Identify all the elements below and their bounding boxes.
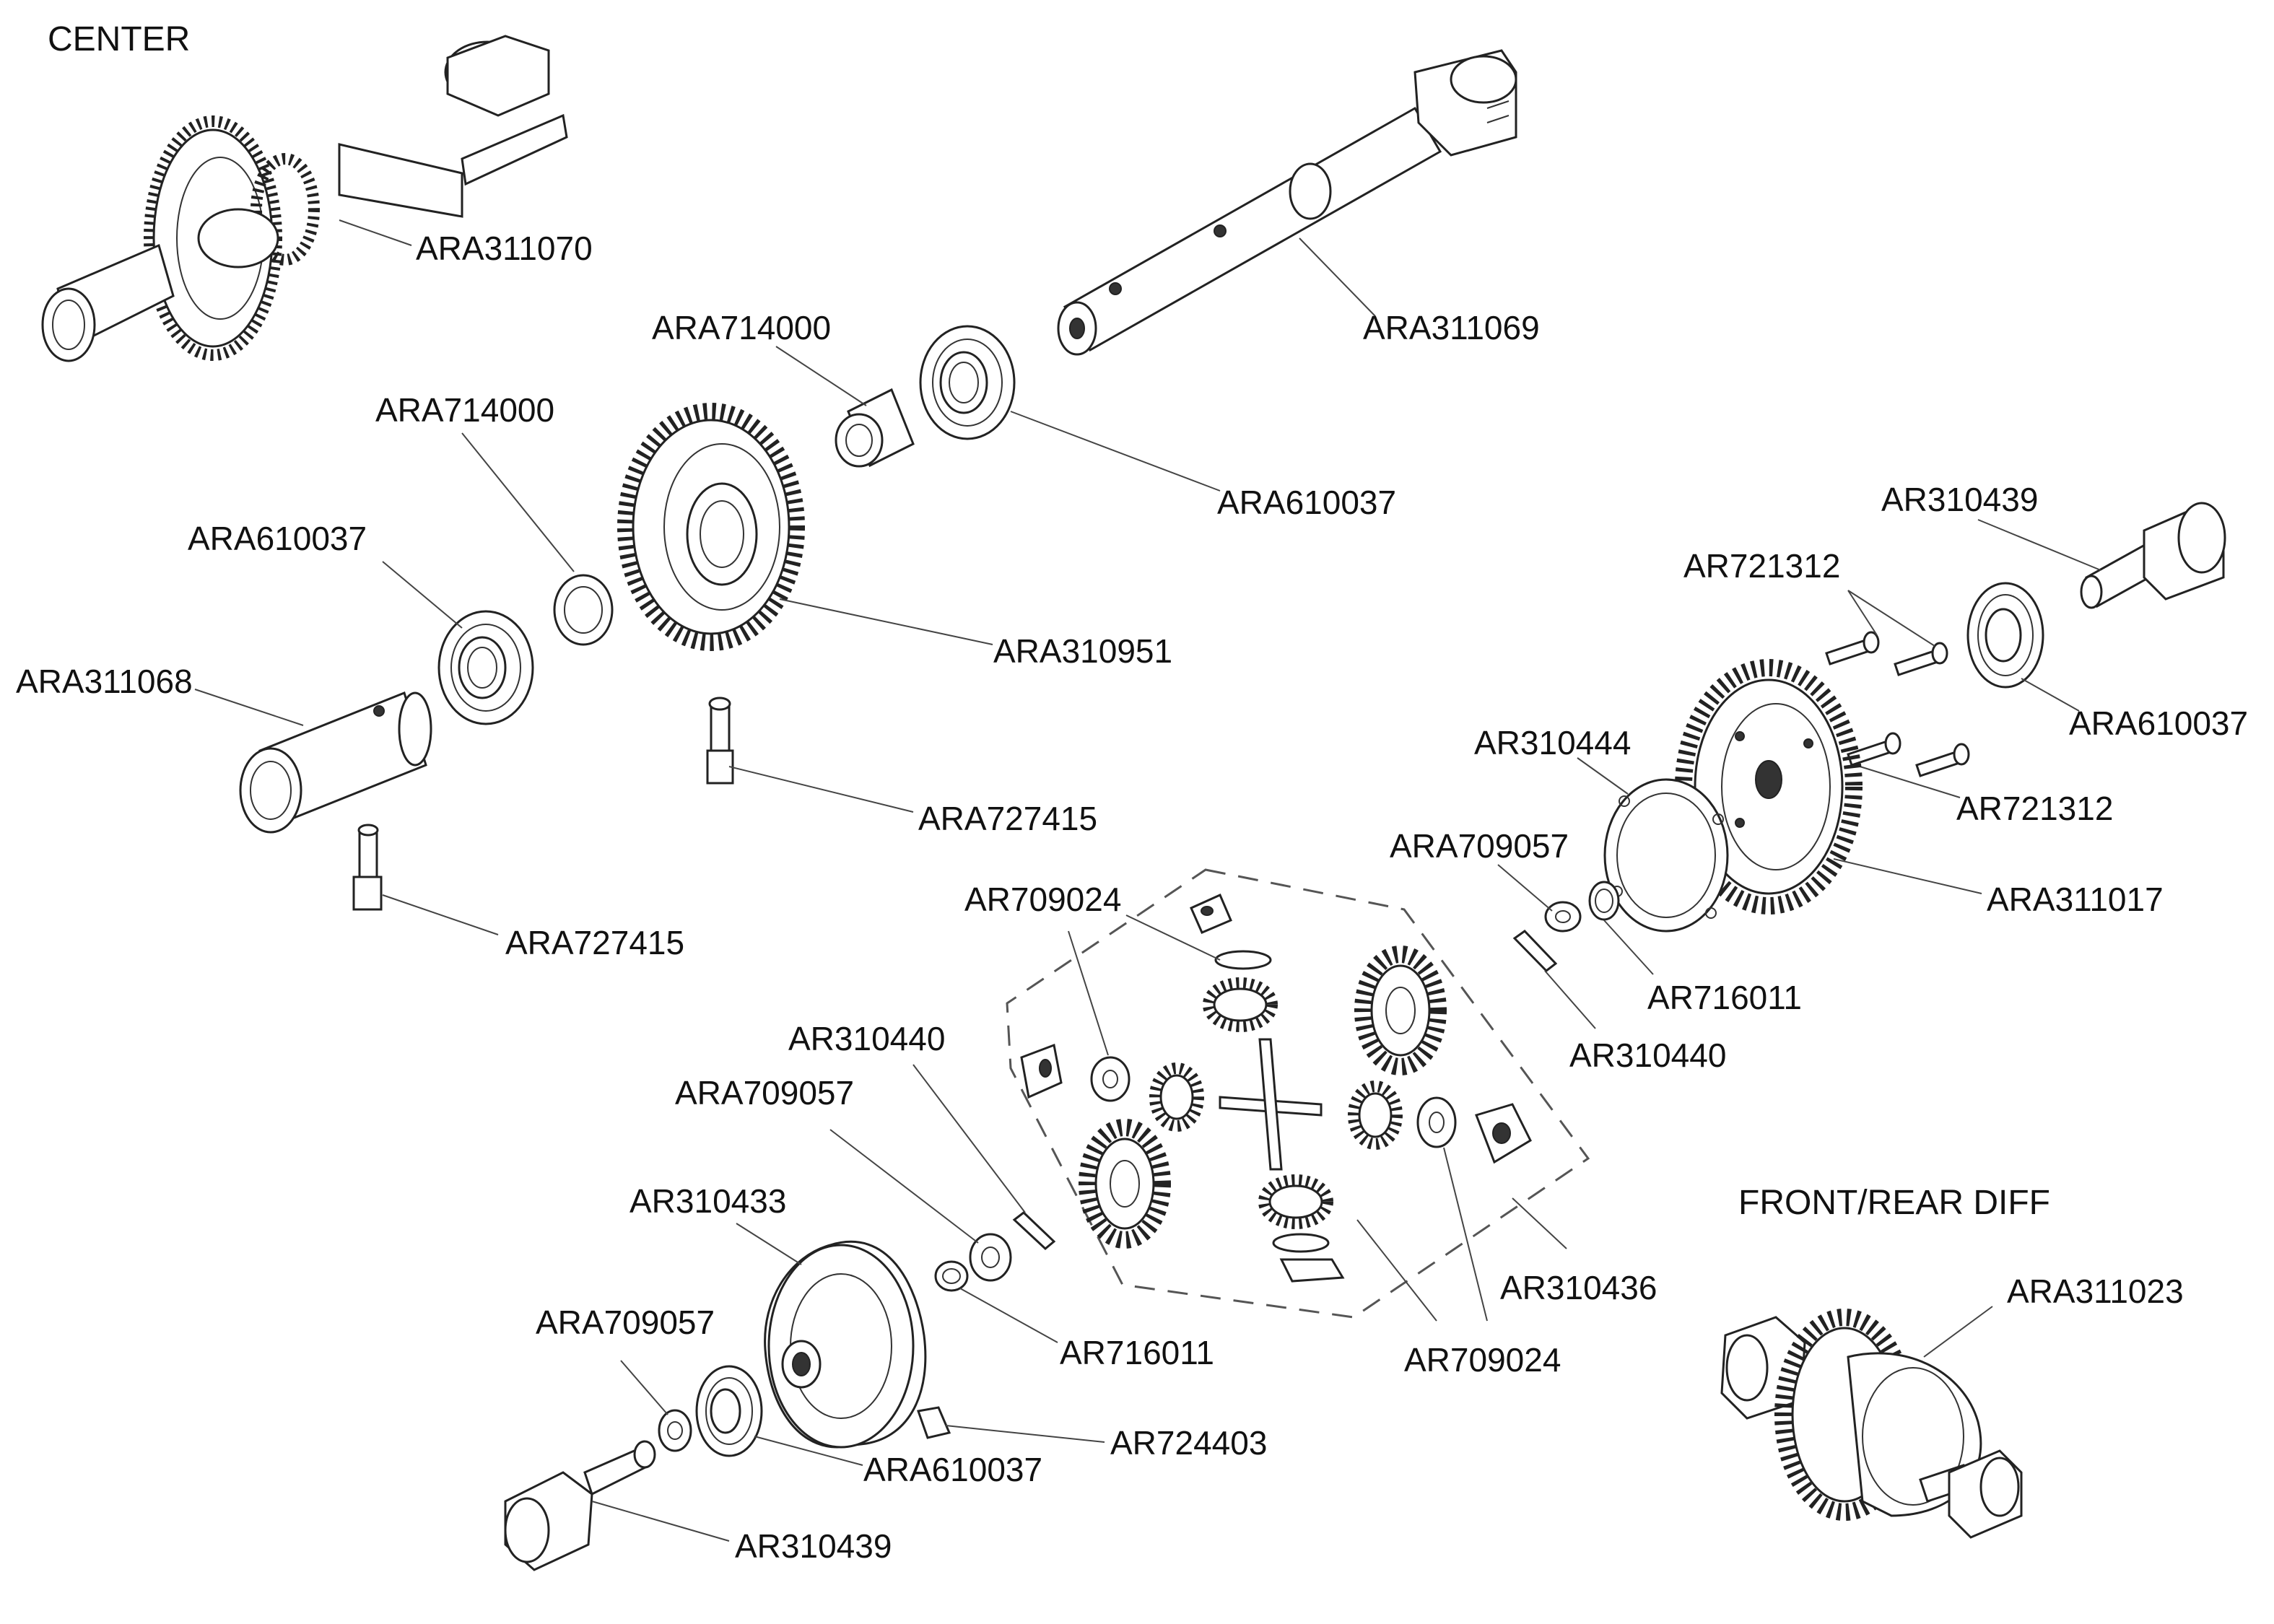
label-ara709057-middle: ARA709057 <box>675 1074 854 1112</box>
label-ar709024-top: AR709024 <box>964 881 1121 918</box>
shim-ar716011-left <box>934 1260 969 1292</box>
outdrive-ar310439-bottom <box>504 1440 656 1571</box>
front-rear-diff-assembly <box>1720 1309 2023 1539</box>
label-ara610037-upper: ARA610037 <box>1217 484 1396 521</box>
bearing-ara610037-upper <box>919 325 1016 440</box>
label-ar716011-right: AR716011 <box>1647 979 1802 1016</box>
title-front-rear-diff: FRONT/REAR DIFF <box>1738 1184 2050 1222</box>
label-ar310439-bottom: AR310439 <box>735 1527 892 1565</box>
diff-internals-outline <box>1006 868 1590 1319</box>
title-center: CENTER <box>48 20 190 58</box>
label-ar724403: AR724403 <box>1110 1424 1267 1462</box>
center-shaft-ara311069 <box>1057 49 1517 356</box>
center-diff-assembly <box>41 35 568 362</box>
spacer-ara714000-lower <box>553 574 614 646</box>
diff-case-ar310433 <box>764 1240 927 1449</box>
screw-ara727415-right <box>706 697 734 785</box>
label-ara610037-left: ARA610037 <box>188 520 367 557</box>
screw-ara727415-left <box>352 824 383 911</box>
label-ara610037-lower: ARA610037 <box>863 1451 1042 1488</box>
washer-ara709057-middle <box>969 1233 1012 1282</box>
bearing-ara610037-lower <box>695 1365 763 1457</box>
spur-gear-ara310951 <box>617 403 805 651</box>
label-ara709057-right: ARA709057 <box>1390 827 1569 865</box>
label-ara310951: ARA310951 <box>993 632 1172 670</box>
diff-internals <box>1020 894 1532 1283</box>
label-ar310444: AR310444 <box>1474 724 1631 761</box>
label-ara311017: ARA311017 <box>1987 881 2164 918</box>
gasket-ar310444 <box>1603 778 1729 933</box>
label-ar310440-right: AR310440 <box>1569 1036 1726 1074</box>
washer-ara709057-right <box>1544 901 1582 933</box>
pin-ar310440-right <box>1512 930 1558 973</box>
outdrive-ara311068 <box>239 691 432 834</box>
label-ar716011-left: AR716011 <box>1060 1334 1214 1371</box>
bearing-ara610037-left <box>437 610 534 725</box>
label-ara727415-right: ARA727415 <box>918 800 1097 837</box>
pin-ar310440-left <box>1012 1211 1056 1250</box>
label-ara311068: ARA311068 <box>16 663 193 700</box>
label-ara311023: ARA311023 <box>2007 1272 2184 1310</box>
spacer-ara714000-upper <box>835 388 915 468</box>
shim-ar716011-right <box>1588 881 1620 921</box>
label-ara311070: ARA311070 <box>416 230 593 267</box>
label-ar310440-left: AR310440 <box>788 1020 945 1057</box>
label-ara709057-lower: ARA709057 <box>536 1304 715 1341</box>
label-ar310436: AR310436 <box>1500 1269 1657 1306</box>
pins-ar721312 <box>1825 631 1970 777</box>
label-ara714000-upper: ARA714000 <box>652 309 831 346</box>
label-ara714000-lower: ARA714000 <box>375 391 554 429</box>
washer-ara709057-lower <box>658 1409 692 1452</box>
label-ar709024-bottom: AR709024 <box>1404 1341 1561 1379</box>
label-ar310439-top: AR310439 <box>1881 481 2038 518</box>
label-ara610037-right: ARA610037 <box>2069 704 2248 742</box>
label-ar310433: AR310433 <box>630 1182 786 1220</box>
label-ar721312-bottom: AR721312 <box>1956 790 2113 827</box>
label-ar721312-top: AR721312 <box>1683 547 1840 585</box>
label-ara311069: ARA311069 <box>1363 309 1540 346</box>
label-ara727415-left: ARA727415 <box>505 924 684 961</box>
outdrive-ar310439-top <box>2080 502 2226 609</box>
nut-ar724403 <box>917 1406 951 1439</box>
bearing-ara610037-right <box>1966 582 2044 689</box>
